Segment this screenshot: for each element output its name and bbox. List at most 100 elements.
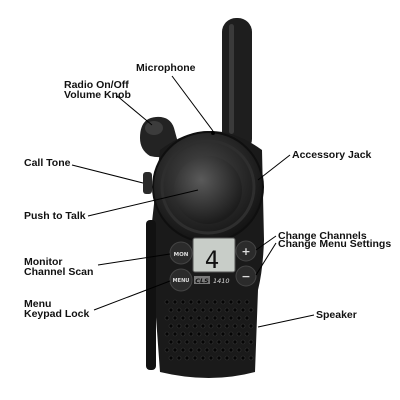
label-change-channels-text: Change Channels <box>278 230 367 242</box>
speaker-hole <box>180 331 186 337</box>
speaker-hole <box>164 315 170 321</box>
speaker-hole <box>192 323 198 329</box>
speaker-hole <box>164 347 170 353</box>
speaker-hole <box>232 339 238 345</box>
speaker-hole <box>180 299 186 305</box>
label-radio-onoff-line2: Volume Knob <box>64 89 131 101</box>
label-menu-line1: Menu <box>24 298 52 310</box>
label-push-to-talk-text: Push to Talk <box>24 210 86 222</box>
label-menu-line2: Keypad Lock <box>24 308 90 320</box>
plus-button-label: + <box>241 245 250 258</box>
speaker-hole <box>228 331 234 337</box>
speaker-hole <box>196 315 202 321</box>
bezel-ring <box>160 139 256 235</box>
model-label: 1410 <box>213 277 230 285</box>
speaker-hole <box>176 307 182 313</box>
speaker-hole <box>192 355 198 361</box>
speaker-hole <box>188 331 194 337</box>
speaker-hole <box>168 355 174 361</box>
speaker-hole <box>184 355 190 361</box>
speaker-hole <box>224 323 230 329</box>
speaker-hole <box>228 315 234 321</box>
speaker-hole <box>244 315 250 321</box>
leader-accessory-jack <box>257 154 291 181</box>
call-tone-button[interactable] <box>143 172 152 194</box>
minus-button-label: − <box>241 270 250 283</box>
label-speaker: Speaker <box>316 309 357 321</box>
speaker-grille <box>164 299 254 361</box>
display-digit: 4 <box>205 246 219 274</box>
label-change-channels: Change Channels <box>278 230 367 242</box>
speaker-hole <box>240 323 246 329</box>
speaker-hole <box>232 323 238 329</box>
speaker-hole <box>236 315 242 321</box>
label-monitor-scan: Monitor Channel Scan <box>24 256 93 278</box>
menu-button[interactable] <box>169 268 193 292</box>
leader-speaker <box>257 314 315 328</box>
speaker-hole <box>188 347 194 353</box>
speaker-hole <box>216 355 222 361</box>
speaker-hole <box>248 339 254 345</box>
push-to-talk-button[interactable] <box>174 156 242 224</box>
speaker-hole <box>192 339 198 345</box>
label-call-tone: Call Tone <box>24 157 71 169</box>
antenna-highlight <box>229 24 234 134</box>
label-radio-onoff: Radio On/Off Volume Knob <box>64 80 131 101</box>
speaker-hole <box>176 355 182 361</box>
speaker-hole <box>192 307 198 313</box>
speaker-hole <box>184 323 190 329</box>
speaker-hole <box>184 339 190 345</box>
speaker-hole <box>172 347 178 353</box>
speaker-hole <box>244 347 250 353</box>
brand-label: CLS <box>195 277 209 285</box>
speaker-hole <box>236 347 242 353</box>
label-monitor-line1: Monitor <box>24 256 63 268</box>
label-change-menu-settings-text: Change Menu Settings <box>278 238 392 250</box>
leader-menu-keypad <box>93 280 171 311</box>
speaker-hole <box>224 355 230 361</box>
volume-knob-top <box>145 121 163 135</box>
speaker-hole <box>204 347 210 353</box>
speaker-hole <box>224 339 230 345</box>
speaker-hole <box>164 299 170 305</box>
label-speaker-text: Speaker <box>316 309 357 321</box>
speaker-hole <box>212 331 218 337</box>
microphone-hole <box>211 131 215 135</box>
mon-button-label: MON <box>174 252 189 258</box>
speaker-hole <box>200 355 206 361</box>
leader-radio-onoff <box>115 94 153 126</box>
speaker-hole <box>216 307 222 313</box>
speaker-hole <box>244 331 250 337</box>
speaker-hole <box>200 323 206 329</box>
speaker-hole <box>212 347 218 353</box>
speaker-hole <box>172 315 178 321</box>
speaker-hole <box>240 307 246 313</box>
leader-push-to-talk <box>87 189 199 217</box>
speaker-hole <box>232 355 238 361</box>
speaker-hole <box>200 339 206 345</box>
mon-button[interactable] <box>169 241 193 265</box>
speaker-hole <box>196 331 202 337</box>
speaker-hole <box>248 323 254 329</box>
speaker-hole <box>212 299 218 305</box>
label-microphone: Microphone <box>136 63 196 74</box>
speaker-hole <box>204 299 210 305</box>
label-call-tone-text: Call Tone <box>24 157 71 169</box>
speaker-hole <box>188 315 194 321</box>
speaker-hole <box>184 307 190 313</box>
speaker-hole <box>220 347 226 353</box>
speaker-hole <box>204 331 210 337</box>
speaker-hole <box>176 323 182 329</box>
speaker-hole <box>248 355 254 361</box>
antenna <box>222 18 252 153</box>
speaker-hole <box>216 339 222 345</box>
minus-button[interactable] <box>235 265 257 287</box>
plus-button[interactable] <box>235 240 257 262</box>
speaker-hole <box>196 347 202 353</box>
speaker-hole <box>228 299 234 305</box>
speaker-hole <box>168 323 174 329</box>
speaker-hole <box>164 331 170 337</box>
speaker-hole <box>180 315 186 321</box>
leader-change-channels <box>255 235 277 251</box>
